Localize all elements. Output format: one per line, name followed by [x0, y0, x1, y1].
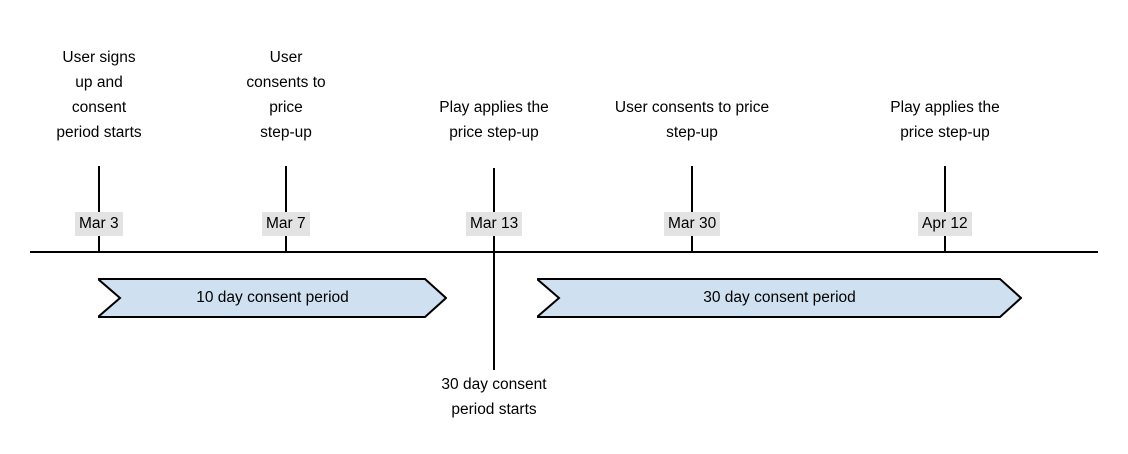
consent-period-bar: 30 day consent period: [537, 278, 1022, 318]
date-label-apr-12: Apr 12: [918, 212, 972, 236]
timeline-axis: [30, 251, 1098, 253]
chevron-polygon: [537, 278, 1022, 318]
event-caption-mar-3: User signs up and consent period starts: [56, 49, 142, 141]
chevron-shape: [98, 278, 447, 318]
consent-period-bar: 10 day consent period: [98, 278, 447, 318]
tick-mark-mar-3: [98, 166, 100, 251]
date-label-mar-7: Mar 7: [262, 212, 310, 236]
event-caption-mar-30: User consents to price step-up: [614, 99, 770, 141]
tick-mark-mar-30: [691, 166, 693, 251]
timeline-annotation: 30 day consent period starts: [441, 376, 547, 418]
date-label-mar-30: Mar 30: [664, 212, 721, 236]
event-caption-apr-12: Play applies the price step-up: [890, 99, 1000, 141]
date-label-mar-13: Mar 13: [466, 212, 523, 236]
tick-mark-mar-13: [493, 168, 495, 370]
chevron-shape: [537, 278, 1022, 318]
event-caption-mar-7: User consents to price step-up: [246, 49, 326, 141]
tick-mark-apr-12: [944, 166, 946, 251]
event-caption-mar-13: Play applies the price step-up: [439, 99, 549, 141]
tick-mark-mar-7: [285, 166, 287, 251]
date-label-mar-3: Mar 3: [75, 212, 123, 236]
chevron-polygon: [98, 278, 447, 318]
